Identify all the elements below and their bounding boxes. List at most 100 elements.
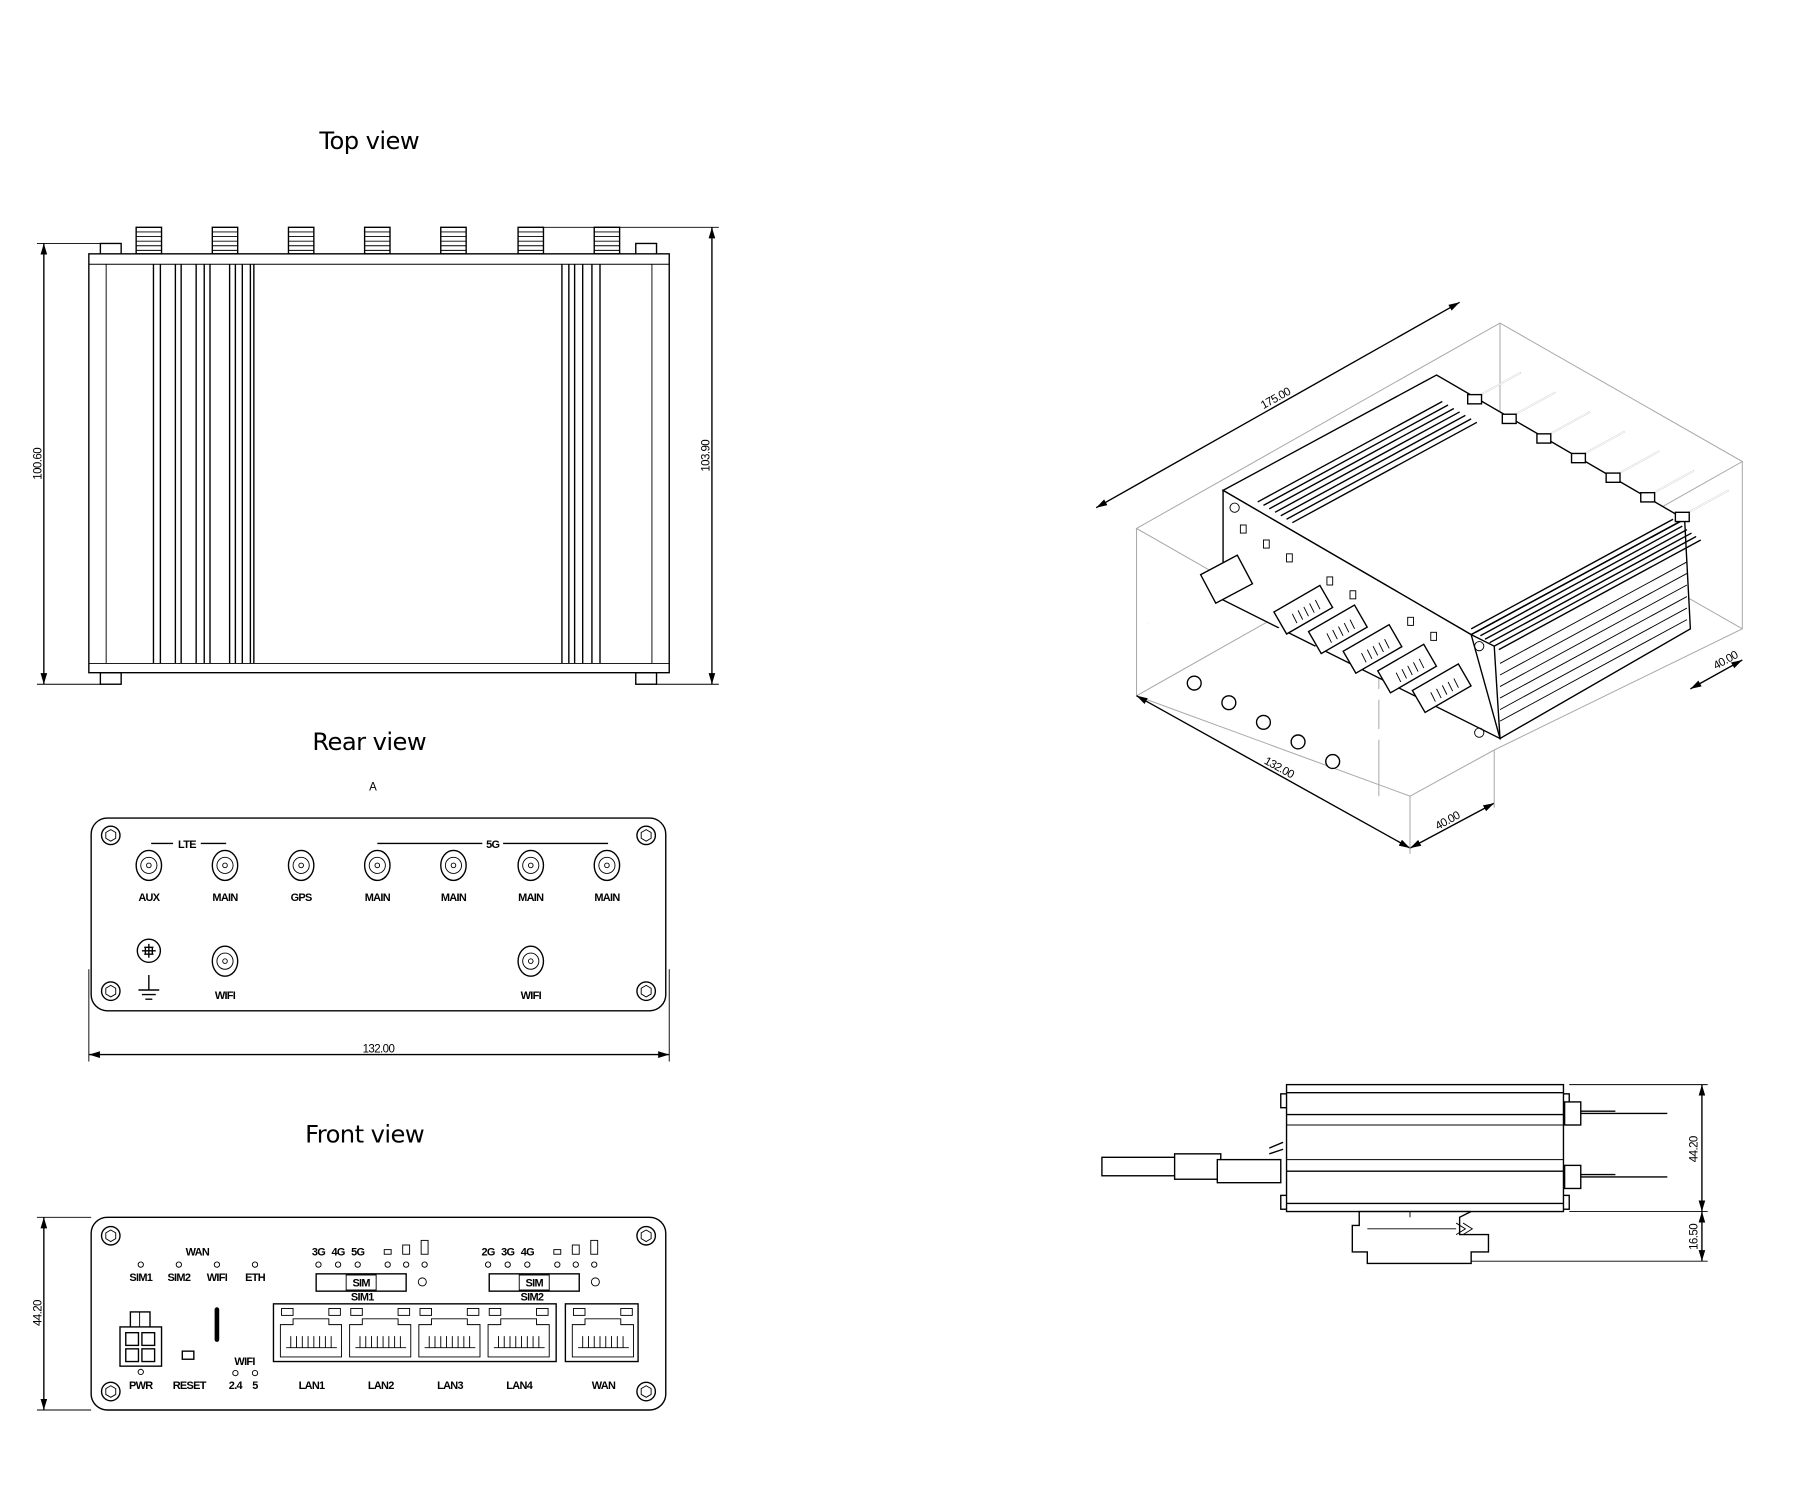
antenna-label: GPS bbox=[291, 892, 312, 904]
isometric-view: 175.00 132.00 40.00 40.00 bbox=[1095, 301, 1744, 854]
ethernet-port[interactable]: LAN4 bbox=[487, 1308, 550, 1392]
usb-slot bbox=[214, 1307, 220, 1342]
sim-slot: SIM bbox=[315, 1273, 407, 1292]
plug-ridge bbox=[1291, 613, 1298, 624]
connector-ring bbox=[368, 856, 386, 874]
ethernet-port[interactable]: LAN3 bbox=[418, 1308, 481, 1392]
top-view-title: Top view bbox=[318, 127, 419, 155]
connector-outer bbox=[287, 849, 315, 882]
band-label: 3G bbox=[501, 1246, 514, 1258]
connector-outer bbox=[440, 849, 467, 882]
cable-end bbox=[1290, 734, 1306, 750]
fin-line bbox=[1470, 518, 1674, 630]
status-led bbox=[591, 1261, 598, 1268]
port-opening bbox=[418, 1318, 481, 1358]
hex-socket bbox=[640, 1229, 652, 1243]
sma-connector-icon bbox=[440, 849, 467, 882]
antenna bbox=[1647, 470, 1695, 497]
port-opening bbox=[279, 1318, 342, 1358]
plug-ridge bbox=[1395, 672, 1402, 683]
pwr-label: PWR bbox=[129, 1380, 153, 1392]
sma-connector-icon bbox=[211, 849, 239, 882]
port-led bbox=[488, 1308, 502, 1316]
port-label: LAN3 bbox=[437, 1380, 463, 1392]
ethernet-cable bbox=[1191, 621, 1295, 688]
antenna-connector bbox=[211, 226, 239, 255]
plug-ridge bbox=[1361, 652, 1367, 663]
plug-ridge bbox=[1413, 662, 1419, 672]
power-connector bbox=[119, 1311, 163, 1367]
signal-bar-icon bbox=[571, 1244, 580, 1255]
ethernet-port[interactable]: LAN2 bbox=[349, 1308, 412, 1392]
connector-outer bbox=[211, 945, 239, 977]
screw-icon bbox=[1474, 727, 1485, 738]
screw-icon bbox=[636, 981, 657, 1002]
connector-pin bbox=[450, 862, 457, 869]
sma-connector-icon bbox=[517, 849, 545, 882]
sim-slot-label: SIM bbox=[352, 1278, 370, 1290]
port-led bbox=[397, 1308, 411, 1316]
screw-head bbox=[100, 981, 121, 1002]
fin-line bbox=[1489, 532, 1692, 644]
antenna-connector bbox=[363, 226, 391, 255]
fin-line bbox=[1498, 539, 1702, 651]
lte-group-label: LTE bbox=[178, 839, 196, 851]
plug-ridge bbox=[1441, 685, 1448, 695]
fin-line bbox=[1499, 584, 1688, 687]
rj45-plug bbox=[1376, 643, 1438, 694]
connector-body bbox=[363, 226, 391, 255]
hex-socket bbox=[640, 1385, 652, 1398]
plug-ridge bbox=[1430, 692, 1436, 702]
ethernet-port[interactable]: LAN1 bbox=[279, 1308, 342, 1392]
plug-ridge bbox=[1309, 603, 1315, 613]
screw-head bbox=[636, 981, 657, 1002]
status-led bbox=[403, 1261, 410, 1268]
connector-ring bbox=[140, 856, 158, 874]
band-label: 3G bbox=[312, 1246, 325, 1258]
connector-body bbox=[211, 226, 239, 255]
hex-socket bbox=[640, 984, 652, 998]
sma-connector-icon bbox=[363, 849, 391, 882]
wifi-led-group-label: WIFI bbox=[234, 1356, 255, 1368]
plug-ridge bbox=[1297, 610, 1304, 620]
signal-bar-icon bbox=[420, 1239, 429, 1255]
wifi-5-led bbox=[251, 1369, 259, 1377]
connector-ring bbox=[216, 952, 234, 970]
screw-icon bbox=[636, 1381, 657, 1402]
dimension-din-height: 16.50 bbox=[1688, 1224, 1700, 1250]
hex-socket bbox=[105, 984, 117, 998]
dimension-line bbox=[1409, 802, 1495, 849]
port-label: LAN2 bbox=[368, 1380, 394, 1392]
led-icon bbox=[1239, 524, 1247, 534]
antenna bbox=[1543, 411, 1591, 438]
antenna bbox=[1474, 372, 1522, 399]
screw-head bbox=[636, 825, 657, 846]
band-label: 4G bbox=[521, 1246, 534, 1258]
led-label: ETH bbox=[245, 1272, 266, 1284]
band-label: 4G bbox=[331, 1246, 344, 1258]
port-led bbox=[328, 1308, 341, 1316]
wifi-band-label: 5 bbox=[252, 1380, 258, 1392]
reset-button[interactable] bbox=[181, 1350, 195, 1360]
sma-connector-icon bbox=[593, 849, 621, 882]
screw-icon bbox=[636, 825, 657, 846]
hex-socket bbox=[105, 1385, 117, 1398]
connector-outer bbox=[363, 849, 391, 882]
wifi-24-led bbox=[232, 1369, 239, 1377]
plug-ridge bbox=[1366, 649, 1373, 660]
led-icon bbox=[1430, 631, 1437, 641]
antenna-connector bbox=[287, 226, 315, 255]
connector-outer bbox=[135, 849, 163, 882]
ethernet-port[interactable]: WAN bbox=[571, 1308, 634, 1392]
antenna-label: MAIN bbox=[594, 892, 620, 904]
plug-ridge bbox=[1401, 669, 1407, 679]
status-led bbox=[572, 1261, 579, 1268]
antenna-label: MAIN bbox=[212, 892, 238, 904]
connector-pin bbox=[528, 958, 534, 964]
rj45-plug bbox=[1272, 584, 1334, 635]
top-antenna-connectors bbox=[135, 226, 621, 255]
sim-slot-frame bbox=[488, 1273, 580, 1292]
